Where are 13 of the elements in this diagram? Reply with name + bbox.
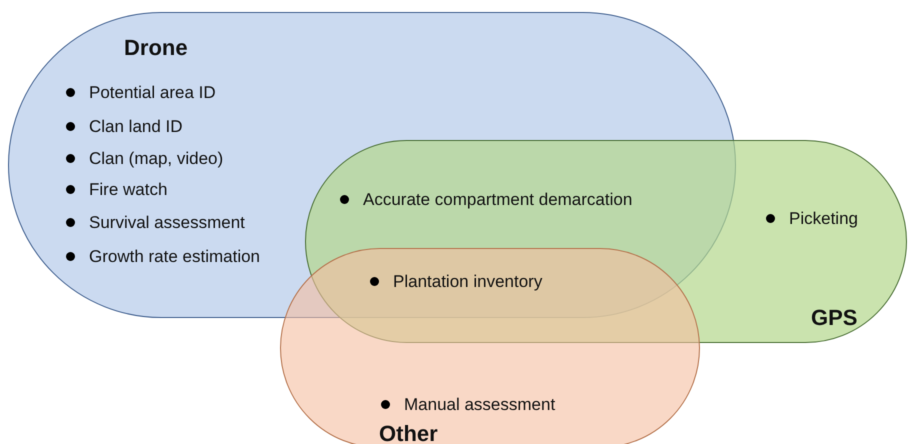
region-title: Drone	[124, 35, 188, 61]
bullet-item: Growth rate estimation	[66, 247, 260, 267]
bullet-item: Clan (map, video)	[66, 149, 224, 169]
bullet-item: Plantation inventory	[370, 272, 542, 292]
bullet-item: Survival assessment	[66, 213, 245, 233]
bullet-item: Manual assessment	[381, 395, 556, 415]
bullet-item: Clan land ID	[66, 117, 183, 137]
bullet-item: Picketing	[766, 209, 858, 229]
region-title: Other	[379, 421, 438, 444]
bullet-item: Fire watch	[66, 180, 168, 200]
bullet-item: Accurate compartment demarcation	[340, 190, 632, 210]
bullet-item: Potential area ID	[66, 83, 216, 103]
region-title: GPS	[811, 305, 858, 331]
